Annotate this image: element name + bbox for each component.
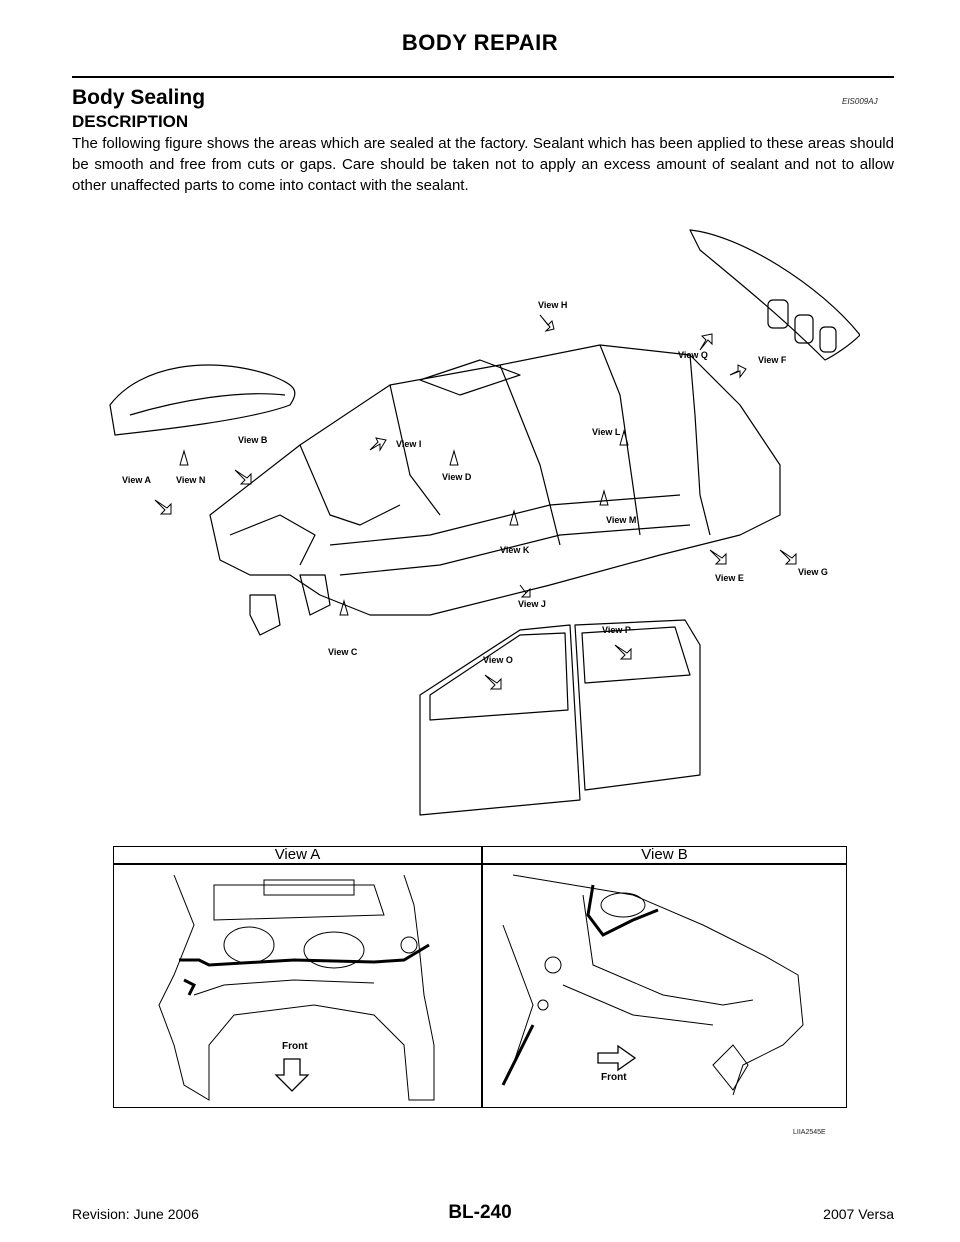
section-code: EIS009AJ (842, 97, 878, 106)
description-paragraph: The following figure shows the areas whi… (72, 135, 894, 194)
view-m-label: View M (606, 515, 636, 525)
subheading: DESCRIPTION (72, 112, 189, 131)
view-b-label: View B (238, 435, 268, 445)
view-j-label: View J (518, 599, 546, 609)
view-f-label: View F (758, 355, 787, 365)
page-header-title: BODY REPAIR (401, 30, 559, 55)
footer-model: 2007 Versa (823, 1206, 894, 1222)
view-b-front-arrow (597, 1044, 637, 1072)
view-i-label: View I (396, 439, 421, 449)
figure-code: LIIA2545E (793, 1129, 826, 1136)
detail-views-panel: View A View B Front Fro (113, 846, 847, 1108)
view-a-label: View A (122, 475, 152, 485)
view-l-label: View L (592, 427, 621, 437)
footer-revision: Revision: June 2006 (72, 1206, 199, 1222)
view-q-label: View Q (678, 350, 708, 360)
view-a-panel-title: View A (274, 846, 321, 863)
view-h-label: View H (538, 300, 567, 310)
view-b-illustration: Front (501, 874, 804, 1096)
view-p-label: View P (602, 625, 631, 635)
view-b-panel-title: View B (641, 846, 688, 863)
section-title: Body Sealing (72, 86, 206, 109)
view-g-label: View G (798, 567, 828, 577)
body-sealing-figure: View A View B View C View D View E View … (109, 229, 860, 816)
view-b-front-label: Front (601, 1072, 627, 1083)
view-n-label: View N (176, 475, 205, 485)
panel-header-divider (114, 863, 846, 865)
view-e-label: View E (715, 573, 744, 583)
header-divider (72, 76, 894, 78)
panel-center-divider (481, 847, 483, 1107)
footer-page-number: BL-240 (448, 1202, 512, 1223)
view-k-label: View K (500, 545, 530, 555)
view-a-illustration: Front (158, 874, 435, 1101)
view-c-label: View C (328, 647, 358, 657)
view-d-label: View D (442, 472, 472, 482)
view-a-front-arrow (274, 1058, 310, 1092)
view-o-label: View O (483, 655, 513, 665)
view-a-front-label: Front (282, 1041, 308, 1052)
